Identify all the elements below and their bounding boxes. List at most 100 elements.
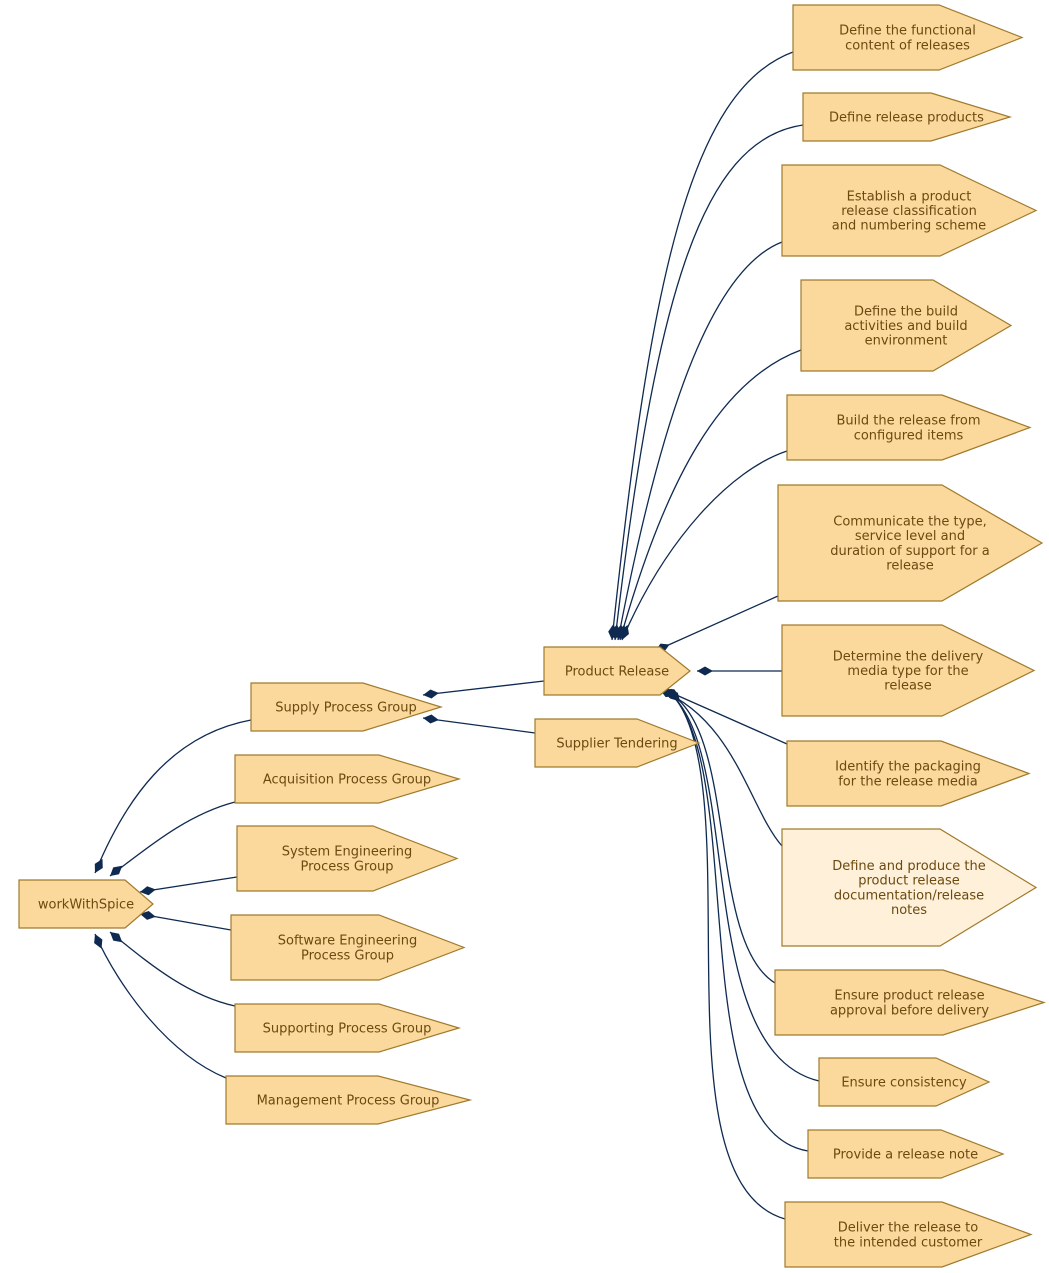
node-label: content of releases (845, 38, 970, 53)
edge-product-release-to-approval (662, 689, 776, 984)
node-label: Supporting Process Group (263, 1022, 432, 1037)
composition-diamond-product-release-to-build-release (620, 624, 629, 640)
node-label: configured items (854, 428, 964, 443)
node-supply[interactable]: Supply Process Group (250, 682, 444, 732)
node-label: media type for the (847, 664, 968, 679)
node-label: duration of support for a (830, 544, 990, 559)
node-management[interactable]: Management Process Group (225, 1075, 473, 1125)
edge-product-release-to-documentation (659, 689, 783, 847)
edge-product-release-to-build-activities (619, 349, 802, 641)
edge-product-release-to-packaging (664, 689, 788, 745)
node-label: Determine the delivery (833, 649, 984, 664)
node-shape (786, 394, 1032, 461)
node-shape (236, 825, 459, 892)
node-shape (781, 164, 1038, 257)
node-shape (784, 1201, 1033, 1268)
node-shape (774, 969, 1046, 1036)
node-supporting[interactable]: Supporting Process Group (234, 1003, 462, 1053)
edge-workwithspice-to-acquisition (109, 801, 236, 877)
node-supplier-tendering[interactable]: Supplier Tendering (534, 718, 701, 768)
node-label: release classification (841, 204, 977, 219)
node-product-release[interactable]: Product Release (543, 646, 691, 696)
node-shape (786, 740, 1031, 807)
node-consistency[interactable]: Ensure consistency (818, 1057, 991, 1107)
composition-diamond-workwithspice-to-supporting (110, 932, 123, 943)
node-shape (792, 4, 1024, 71)
node-label: Ensure product release (834, 989, 984, 1004)
node-shape (777, 484, 1044, 602)
node-label: Identify the packaging (835, 760, 981, 775)
node-label: Define and produce the (832, 859, 986, 874)
node-shape (543, 646, 691, 696)
nodes-layer: workWithSpice Supply Process GroupAcquisi… (18, 4, 1046, 1268)
node-release-note[interactable]: Provide a release note (807, 1129, 1005, 1179)
node-label: service level and (855, 529, 965, 544)
node-shape (18, 879, 154, 929)
node-label: Acquisition Process Group (263, 773, 431, 788)
node-label: Management Process Group (257, 1094, 440, 1109)
node-communicate[interactable]: Communicate the type,service level anddu… (777, 484, 1044, 602)
node-shape (781, 828, 1038, 947)
composition-diamond-supply-to-supplier-tendering (423, 714, 439, 724)
node-label: Provide a release note (833, 1148, 978, 1163)
node-shape (807, 1129, 1005, 1179)
node-label: Ensure consistency (841, 1076, 967, 1091)
edge-workwithspice-to-supporting (109, 931, 236, 1007)
node-label: Define release products (829, 111, 984, 126)
node-workwithspice[interactable]: workWithSpice (18, 879, 154, 929)
node-label: Process Group (301, 948, 394, 963)
node-shape (250, 682, 444, 732)
edge-product-release-to-deliver (668, 689, 786, 1220)
node-label: workWithSpice (38, 898, 134, 913)
node-label: approval before delivery (830, 1003, 989, 1018)
edge-workwithspice-to-syseng (139, 876, 238, 893)
node-label: for the release media (838, 774, 978, 789)
node-label: documentation/release (834, 888, 984, 903)
edge-product-release-to-release-products (614, 124, 804, 641)
node-label: Define the functional (839, 24, 976, 39)
node-label: notes (891, 903, 927, 918)
edge-product-release-to-functional-content (611, 51, 794, 641)
node-shape (800, 279, 1013, 372)
node-shape (225, 1075, 473, 1125)
node-shape (534, 718, 701, 768)
edge-product-release-to-build-release (621, 450, 788, 641)
composition-diamond-workwithspice-to-syseng (140, 886, 156, 896)
composition-diamond-workwithspice-to-sweng (140, 910, 156, 920)
node-label: environment (865, 334, 948, 349)
composition-diamond-product-release-to-deliver (669, 690, 681, 702)
node-shape (234, 754, 462, 804)
edge-workwithspice-to-supply (94, 719, 252, 874)
edge-product-release-to-consistency (664, 689, 820, 1082)
node-shape (802, 92, 1013, 142)
node-label: and numbering scheme (832, 219, 986, 234)
node-release-products[interactable]: Define release products (802, 92, 1013, 142)
node-label: Supplier Tendering (556, 737, 677, 752)
node-label: Build the release from (836, 414, 980, 429)
node-label: Establish a product (847, 189, 972, 204)
edges-layer (94, 51, 820, 1220)
node-acquisition[interactable]: Acquisition Process Group (234, 754, 462, 804)
node-label: Product Release (565, 665, 669, 680)
node-label: activities and build (844, 319, 967, 334)
composition-diamond-workwithspice-to-supply (94, 858, 103, 873)
node-label: System Engineering (282, 845, 413, 860)
edge-workwithspice-to-management (94, 933, 227, 1079)
node-label: the intended customer (834, 1235, 983, 1250)
node-shape (230, 914, 466, 981)
node-label: release (884, 679, 931, 694)
edge-supply-to-product-release (422, 680, 545, 696)
